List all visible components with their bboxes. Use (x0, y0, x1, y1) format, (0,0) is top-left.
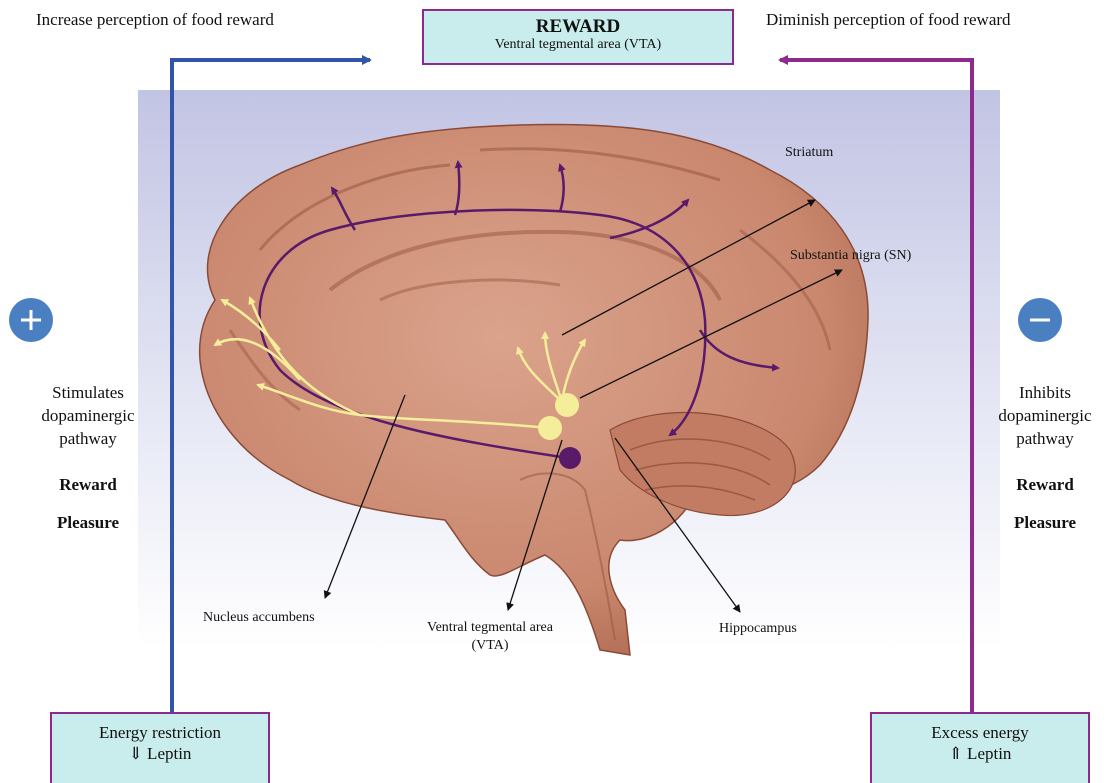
right-pleasure-label: Pleasure (985, 513, 1105, 533)
left-effect-line: dopaminergic (28, 404, 148, 427)
right-effect-text: Inhibits dopaminergic pathway (985, 381, 1105, 450)
left-effect-line: pathway (28, 427, 148, 450)
striatum-label: Striatum (785, 145, 833, 161)
reward-box: REWARD Ventral tegmental area (VTA) (422, 9, 734, 65)
reward-box-subtitle: Ventral tegmental area (VTA) (424, 37, 732, 53)
right-reward-label: Reward (985, 475, 1105, 495)
vta-label-line2: (VTA) (400, 637, 580, 655)
left-pleasure-label: Pleasure (28, 513, 148, 533)
right-effect-line: Inhibits (985, 381, 1105, 404)
reward-box-title: REWARD (424, 17, 732, 37)
left-effect-text: Stimulates dopaminergic pathway (28, 381, 148, 450)
substantia-nigra-label: Substantia nigra (SN) (790, 248, 911, 264)
high-leptin-label: ⇑ Leptin (872, 743, 1088, 764)
left-effect-line: Stimulates (28, 381, 148, 404)
plus-icon (9, 298, 53, 342)
hippocampus-label: Hippocampus (719, 621, 797, 637)
right-effect-line: dopaminergic (985, 404, 1105, 427)
energy-restriction-label: Energy restriction (52, 722, 268, 743)
excess-energy-box: Excess energy ⇑ Leptin (870, 712, 1090, 783)
excess-energy-label: Excess energy (872, 722, 1088, 743)
vta-purple-node (559, 447, 581, 469)
vta-label: Ventral tegmental area (VTA) (400, 619, 580, 655)
left-top-caption: Increase perception of food reward (36, 10, 274, 30)
left-reward-label: Reward (28, 475, 148, 495)
sn-yellow-node (555, 393, 579, 417)
nucleus-accumbens-label: Nucleus accumbens (203, 610, 315, 626)
energy-restriction-box: Energy restriction ⇓ Leptin (50, 712, 270, 783)
right-top-caption: Diminish perception of food reward (766, 10, 1011, 30)
low-leptin-label: ⇓ Leptin (52, 743, 268, 764)
vta-yellow-node (538, 416, 562, 440)
right-effect-line: pathway (985, 427, 1105, 450)
vta-label-line1: Ventral tegmental area (400, 619, 580, 637)
minus-icon (1018, 298, 1062, 342)
